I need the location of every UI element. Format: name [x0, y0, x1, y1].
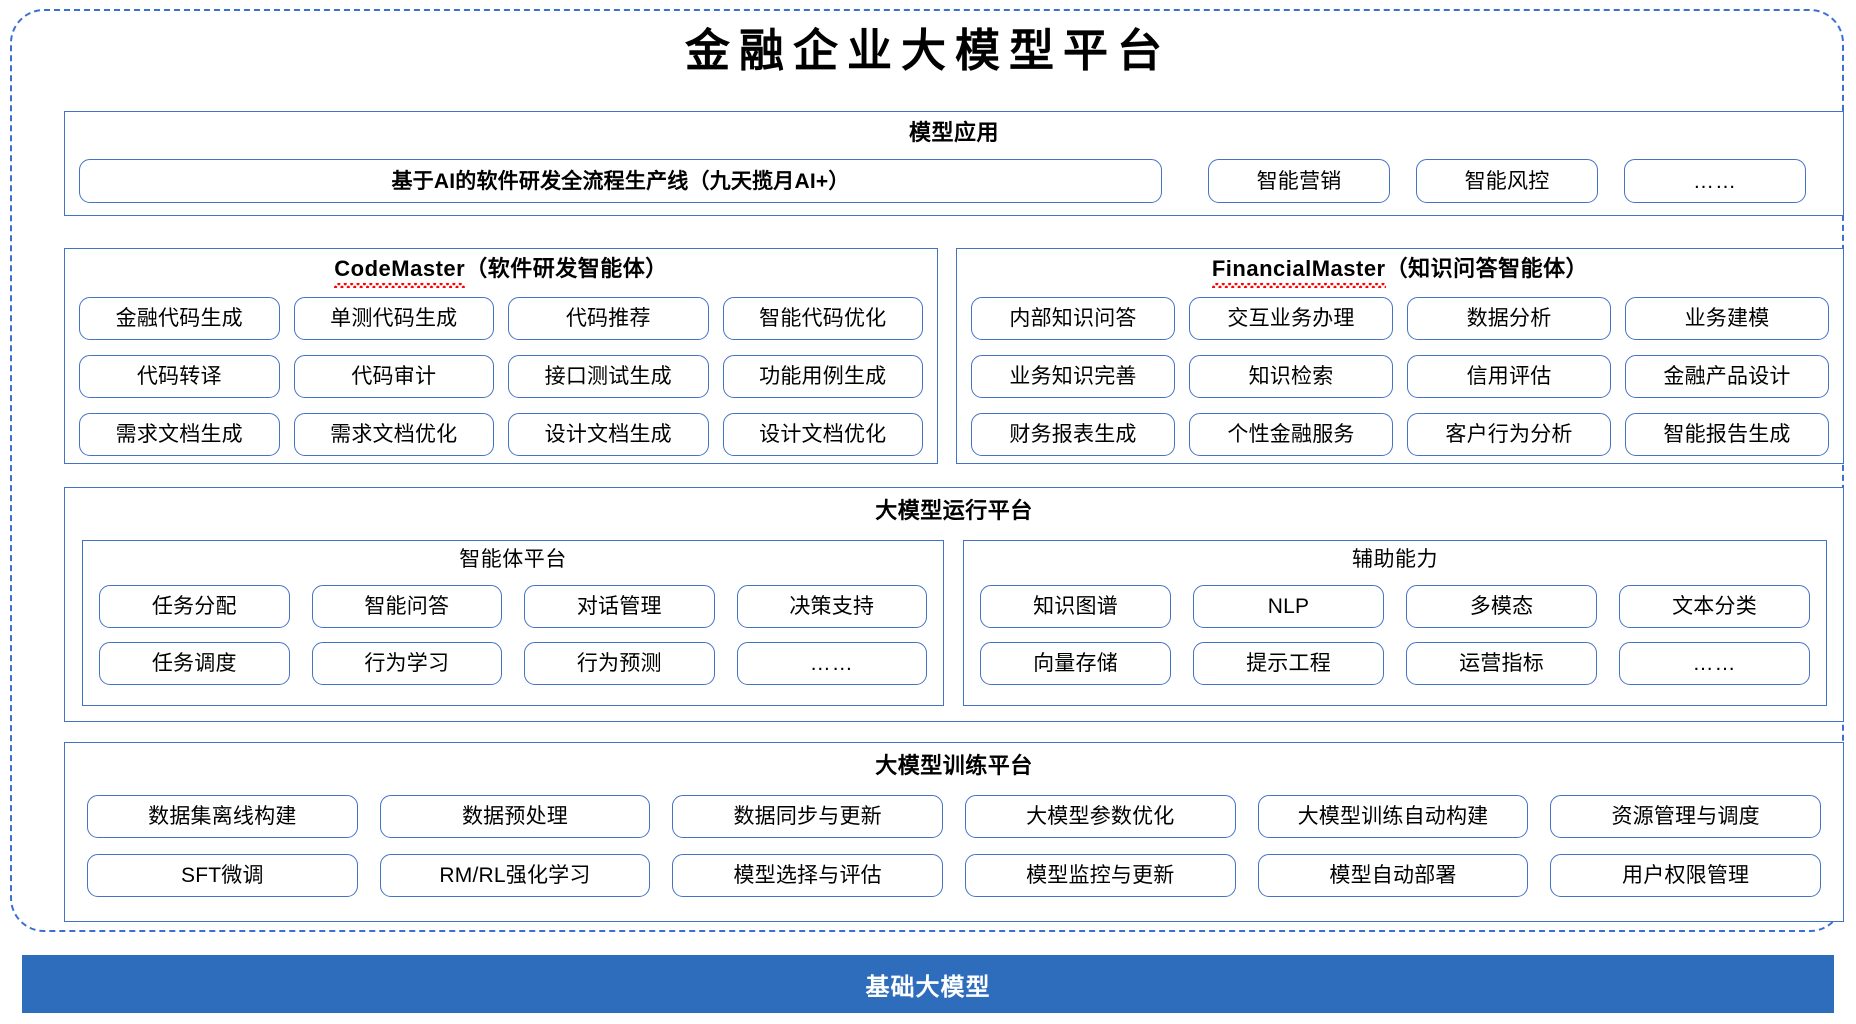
chip-item[interactable]: 交互业务办理 — [1189, 297, 1393, 340]
chip-item[interactable]: 功能用例生成 — [722, 355, 923, 398]
chip-item[interactable]: 资源管理与调度 — [1550, 795, 1821, 838]
auxiliary-ability-grid: 知识图谱 NLP 多模态 文本分类 向量存储 提示工程 运营指标 …… — [980, 585, 1810, 685]
chip-item[interactable]: 财务报表生成 — [971, 413, 1175, 456]
chip-item[interactable]: 大模型参数优化 — [964, 795, 1236, 838]
chip-item[interactable]: 单测代码生成 — [293, 297, 494, 340]
chip-item[interactable]: 任务调度 — [99, 642, 290, 685]
model-application-chip-row: 基于AI的软件研发全流程生产线（九天揽月AI+） 智能营销 智能风控 …… — [79, 159, 1831, 203]
chip-item[interactable]: 知识图谱 — [980, 585, 1171, 628]
foundation-model-label: 基础大模型 — [865, 973, 991, 1001]
chip-item[interactable]: 内部知识问答 — [971, 297, 1175, 340]
chip-item[interactable]: 金融产品设计 — [1625, 355, 1829, 398]
chip-smart-risk-control[interactable]: 智能风控 — [1416, 159, 1598, 203]
diagram-outer-frame — [10, 9, 1844, 932]
chip-item[interactable]: 提示工程 — [1193, 642, 1384, 685]
chip-item[interactable]: 代码推荐 — [508, 297, 709, 340]
financialmaster-title-en: FinancialMaster — [1211, 256, 1386, 287]
training-platform-panel: 大模型训练平台 数据集离线构建 数据预处理 数据同步与更新 大模型参数优化 大模… — [64, 742, 1844, 922]
chip-item[interactable]: 大模型训练自动构建 — [1257, 795, 1529, 838]
chip-item[interactable]: 接口测试生成 — [508, 355, 709, 398]
chip-item[interactable]: 行为学习 — [311, 642, 502, 685]
chip-item[interactable]: 需求文档优化 — [293, 413, 494, 456]
chip-item[interactable]: 业务知识完善 — [971, 355, 1175, 398]
chip-item[interactable]: 智能代码优化 — [722, 297, 923, 340]
agent-platform-grid: 任务分配 智能问答 对话管理 决策支持 任务调度 行为学习 行为预测 …… — [99, 585, 927, 685]
financialmaster-title: FinancialMaster（知识问答智能体） — [957, 255, 1843, 287]
chip-item[interactable]: 数据分析 — [1407, 297, 1611, 340]
chip-item[interactable]: RM/RL强化学习 — [379, 854, 651, 897]
chip-item[interactable]: 运营指标 — [1406, 642, 1597, 685]
chip-item[interactable]: 设计文档生成 — [508, 413, 709, 456]
financialmaster-title-cn: （知识问答智能体） — [1385, 256, 1589, 281]
financialmaster-panel: FinancialMaster（知识问答智能体） 内部知识问答 交互业务办理 数… — [956, 248, 1844, 464]
chip-more-ellipsis[interactable]: …… — [736, 642, 927, 685]
chip-item[interactable]: 行为预测 — [524, 642, 715, 685]
chip-ai-software-pipeline[interactable]: 基于AI的软件研发全流程生产线（九天揽月AI+） — [79, 159, 1162, 203]
chip-item[interactable]: 代码审计 — [293, 355, 494, 398]
agent-platform-title: 智能体平台 — [459, 548, 567, 571]
chip-item[interactable]: 决策支持 — [736, 585, 927, 628]
runtime-platform-title: 大模型运行平台 — [875, 498, 1033, 523]
auxiliary-ability-subpanel: 辅助能力 知识图谱 NLP 多模态 文本分类 向量存储 提示工程 运营指标 …… — [963, 540, 1827, 706]
model-application-panel: 模型应用 基于AI的软件研发全流程生产线（九天揽月AI+） 智能营销 智能风控 … — [64, 111, 1844, 216]
page-title: 金融企业大模型平台 — [684, 24, 1171, 77]
chip-item[interactable]: 用户权限管理 — [1550, 854, 1821, 897]
codemaster-title-cn: （软件研发智能体） — [465, 256, 668, 281]
model-application-extra-chips: 智能营销 智能风控 …… — [1208, 159, 1806, 203]
chip-item[interactable]: 数据同步与更新 — [672, 795, 943, 838]
chip-item[interactable]: 数据预处理 — [379, 795, 651, 838]
chip-item[interactable]: 业务建模 — [1625, 297, 1829, 340]
codemaster-title: CodeMaster（软件研发智能体） — [65, 255, 937, 287]
chip-item[interactable]: 文本分类 — [1619, 585, 1810, 628]
chip-more-ellipsis[interactable]: …… — [1624, 159, 1806, 203]
chip-item[interactable]: SFT微调 — [87, 854, 358, 897]
training-platform-grid: 数据集离线构建 数据预处理 数据同步与更新 大模型参数优化 大模型训练自动构建 … — [87, 795, 1821, 897]
codemaster-title-en: CodeMaster — [334, 256, 466, 287]
chip-item[interactable]: 设计文档优化 — [722, 413, 923, 456]
chip-item[interactable]: 信用评估 — [1407, 355, 1611, 398]
codemaster-capability-grid: 金融代码生成 单测代码生成 代码推荐 智能代码优化 代码转译 代码审计 接口测试… — [79, 297, 923, 456]
chip-item[interactable]: 模型自动部署 — [1257, 854, 1529, 897]
chip-item[interactable]: 多模态 — [1406, 585, 1597, 628]
chip-item[interactable]: 需求文档生成 — [79, 413, 280, 456]
runtime-platform-panel: 大模型运行平台 智能体平台 任务分配 智能问答 对话管理 决策支持 任务调度 行… — [64, 487, 1844, 722]
agent-platform-subpanel: 智能体平台 任务分配 智能问答 对话管理 决策支持 任务调度 行为学习 行为预测… — [82, 540, 944, 706]
chip-item[interactable]: 任务分配 — [99, 585, 290, 628]
chip-item[interactable]: 代码转译 — [79, 355, 280, 398]
codemaster-panel: CodeMaster（软件研发智能体） 金融代码生成 单测代码生成 代码推荐 智… — [64, 248, 938, 464]
chip-item[interactable]: 知识检索 — [1189, 355, 1393, 398]
chip-smart-marketing[interactable]: 智能营销 — [1208, 159, 1390, 203]
chip-item[interactable]: NLP — [1193, 585, 1384, 628]
chip-item[interactable]: 对话管理 — [524, 585, 715, 628]
foundation-model-bar: 基础大模型 — [22, 955, 1834, 1013]
chip-item[interactable]: 模型选择与评估 — [672, 854, 943, 897]
chip-item[interactable]: 金融代码生成 — [79, 297, 280, 340]
chip-item[interactable]: 模型监控与更新 — [964, 854, 1236, 897]
auxiliary-ability-title: 辅助能力 — [1352, 548, 1438, 571]
financialmaster-capability-grid: 内部知识问答 交互业务办理 数据分析 业务建模 业务知识完善 知识检索 信用评估… — [971, 297, 1829, 456]
chip-item[interactable]: 智能问答 — [311, 585, 502, 628]
training-platform-title: 大模型训练平台 — [875, 753, 1033, 778]
chip-item[interactable]: 客户行为分析 — [1407, 413, 1611, 456]
model-application-title: 模型应用 — [908, 120, 999, 145]
chip-item[interactable]: 智能报告生成 — [1625, 413, 1829, 456]
chip-more-ellipsis[interactable]: …… — [1619, 642, 1810, 685]
chip-item[interactable]: 数据集离线构建 — [87, 795, 358, 838]
chip-item[interactable]: 个性金融服务 — [1189, 413, 1393, 456]
chip-item[interactable]: 向量存储 — [980, 642, 1171, 685]
